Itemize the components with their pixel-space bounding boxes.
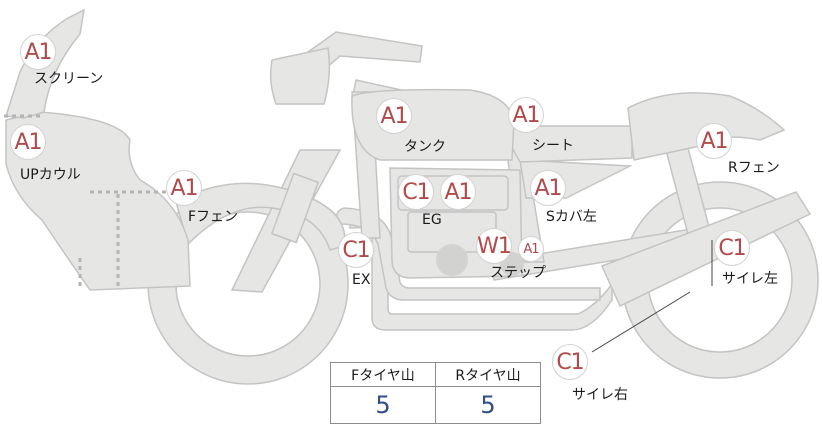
step-damage-code-w: W1: [476, 228, 512, 264]
muffler-left-damage-code: C1: [714, 230, 750, 266]
upper-cowl-damage-code: A1: [10, 124, 46, 160]
upper-cowl-label: UPカウル: [20, 167, 81, 183]
muffler-right-label: サイレ右: [572, 387, 628, 403]
engine-damage-code-c: C1: [398, 174, 434, 210]
rear-fender-label: Rフェン: [728, 160, 780, 176]
exhaust-damage-code: C1: [338, 232, 374, 268]
engine-damage-code-a: A1: [440, 174, 476, 210]
screen-label: スクリーン: [34, 71, 104, 87]
muffler-right-damage-code: C1: [552, 344, 588, 380]
side-cover-damage-code: A1: [530, 170, 566, 206]
rear-tire-tread-value: 5: [435, 386, 541, 424]
seat-damage-code: A1: [508, 97, 544, 133]
step-label: ステップ: [490, 265, 546, 281]
front-tire-tread-header: Fタイヤ山: [330, 362, 436, 387]
screen-damage-code: A1: [20, 34, 56, 70]
headlight: [269, 47, 331, 105]
upper-cowl-shape: [5, 111, 191, 291]
rear-fender-damage-code: A1: [696, 123, 732, 159]
tire-tread-value-row: 5 5: [330, 386, 541, 424]
seat-shape: [498, 125, 633, 163]
seat-label: シート: [532, 138, 574, 154]
rear-tire-tread-header: Rタイヤ山: [435, 362, 541, 387]
tire-tread-table: Fタイヤ山 Rタイヤ山 5 5: [330, 362, 541, 424]
muffler: [600, 191, 812, 308]
front-fender-label: Fフェン: [188, 209, 239, 225]
front-tire-tread-value: 5: [330, 386, 436, 424]
exhaust-label: EX: [352, 272, 371, 288]
step-damage-code-a: A1: [518, 236, 544, 262]
engine-label: EG: [422, 212, 442, 228]
front-fender-damage-code: A1: [166, 170, 202, 206]
tire-tread-header-row: Fタイヤ山 Rタイヤ山: [330, 362, 541, 387]
fork-tube: [270, 172, 320, 244]
tank-label: タンク: [404, 139, 446, 155]
muffler-left-label: サイレ左: [722, 271, 778, 287]
side-cover-label: Sカバ左: [546, 209, 597, 225]
tank-damage-code: A1: [376, 98, 412, 134]
